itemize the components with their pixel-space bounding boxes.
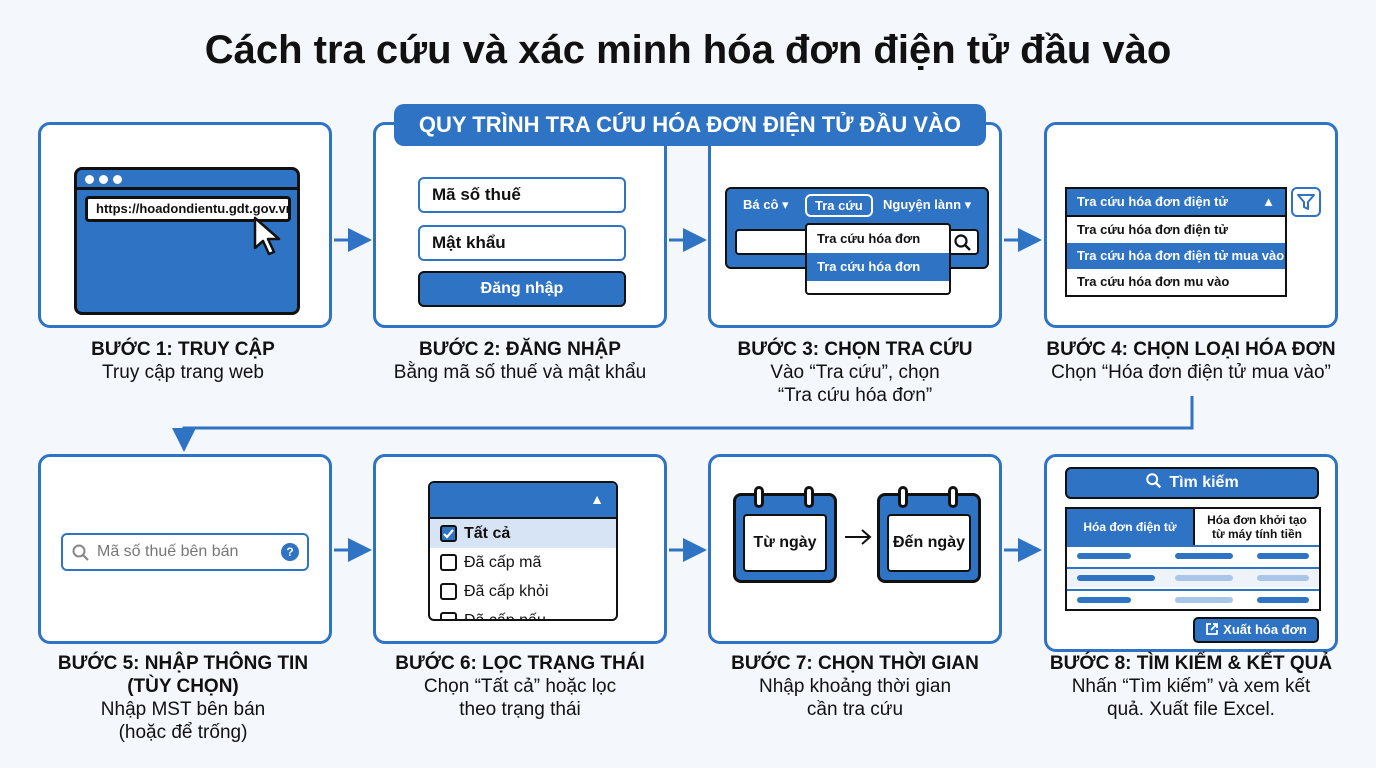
step-5-caption: BƯỚC 5: NHẬP THÔNG TIN (TÙY CHỌN) Nhập M… xyxy=(23,652,343,744)
export-button[interactable]: Xuất hóa đơn xyxy=(1193,617,1319,643)
step-6-caption: BƯỚC 6: LỌC TRẠNG THÁI Chọn “Tất cả” hoặ… xyxy=(360,652,680,721)
status-filter-dropdown: ▲ Tất cả Đã cấp mã Đã cấp khỏi Đã cấp nấ… xyxy=(428,481,618,621)
url-bar[interactable]: https://hoadondientu.gdt.gov.vn xyxy=(85,196,291,222)
menu-item-lookup[interactable]: Tra cứu xyxy=(805,194,873,217)
step-2-heading: BƯỚC 2: ĐĂNG NHẬP xyxy=(419,339,621,360)
step-5-desc-2: (hoặc để trống) xyxy=(118,722,248,743)
search-button[interactable]: Tìm kiếm xyxy=(1065,467,1319,499)
search-icon[interactable] xyxy=(953,233,973,253)
status-option-3[interactable]: Đã cấp khỏi xyxy=(430,577,616,606)
step-2-panel: Mã số thuế Mật khẩu Đăng nhập xyxy=(373,122,667,328)
step-4-desc: Chọn “Hóa đơn điện tử mua vào” xyxy=(1051,362,1331,383)
invoice-type-select[interactable]: Tra cứu hóa đơn điện tử ▲ xyxy=(1065,187,1287,217)
chevron-up-icon: ▲ xyxy=(1262,194,1275,209)
checkbox-icon xyxy=(440,612,457,619)
step-8-caption: BƯỚC 8: TÌM KIẾM & KẾT QUẢ Nhấn “Tìm kiế… xyxy=(1031,652,1351,721)
search-icon xyxy=(72,544,89,561)
browser-window: https://hoadondientu.gdt.gov.vn xyxy=(74,167,300,315)
step-1-heading: BƯỚC 1: TRUY CẬP xyxy=(91,339,275,360)
step-4-panel: Tra cứu hóa đơn điện tử ▲ Tra cứu hóa đơ… xyxy=(1044,122,1338,328)
filter-button[interactable] xyxy=(1291,187,1321,217)
step-8-desc-1: Nhấn “Tìm kiếm” và xem kết xyxy=(1071,676,1311,697)
dropdown-item-1[interactable]: Tra cứu hóa đơn xyxy=(817,231,921,246)
page-title: Cách tra cứu và xác minh hóa đơn điện tử… xyxy=(204,28,1172,72)
password-field[interactable]: Mật khẩu xyxy=(418,225,626,261)
search-icon xyxy=(1146,473,1162,489)
dropdown-item-2[interactable]: Tra cứu hóa đơn xyxy=(807,253,949,281)
step-4-caption: BƯỚC 4: CHỌN LOẠI HÓA ĐƠN Chọn “Hóa đơn … xyxy=(1031,338,1351,384)
to-date-calendar-icon[interactable]: Đến ngày xyxy=(877,486,981,583)
status-option-4[interactable]: Đã cấp nấu xyxy=(430,606,616,619)
table-row[interactable] xyxy=(1067,545,1319,565)
export-icon xyxy=(1206,623,1219,635)
tab-e-invoice[interactable]: Hóa đơn điện tử xyxy=(1067,509,1193,545)
step-7-panel: Từ ngày Đến ngày xyxy=(708,454,1002,644)
arrow-4-5 xyxy=(172,396,1194,452)
table-row[interactable] xyxy=(1067,589,1319,609)
step-5-desc-1: Nhập MST bên bán xyxy=(100,699,266,720)
status-option-2[interactable]: Đã cấp mã xyxy=(430,548,616,577)
step-1-panel: https://hoadondientu.gdt.gov.vn xyxy=(38,122,332,328)
from-date-calendar-icon[interactable]: Từ ngày xyxy=(733,486,837,583)
step-8-desc-2: quả. Xuất file Excel. xyxy=(1107,699,1275,720)
step-3-heading: BƯỚC 3: CHỌN TRA CỨU xyxy=(737,339,973,360)
step-1-caption: BƯỚC 1: TRUY CẬP Truy cập trang web xyxy=(23,338,343,384)
cursor-icon xyxy=(253,216,281,256)
chevron-up-icon: ▲ xyxy=(590,491,604,507)
step-3-panel: Bá cô ▾ Tra cứu Nguyện lànn ▾ Tra cứu hó… xyxy=(708,122,1002,328)
checkbox-icon xyxy=(440,583,457,600)
step-6-desc-2: theo trạng thái xyxy=(459,699,581,720)
invoice-type-options: Tra cứu hóa đơn điện tử Tra cứu hóa đơn … xyxy=(1065,217,1287,297)
step-3-caption: BƯỚC 3: CHỌN TRA CỨU Vào “Tra cứu”, chọn… xyxy=(695,338,1015,407)
step-1-desc: Truy cập trang web xyxy=(102,362,264,383)
step-6-heading: BƯỚC 6: LỌC TRẠNG THÁI xyxy=(395,653,645,674)
option-3[interactable]: Tra cứu hóa đơn mu vào xyxy=(1077,274,1230,289)
seller-tax-input[interactable]: Mã số thuế bên bán ? xyxy=(61,533,309,571)
tax-code-field[interactable]: Mã số thuế xyxy=(418,177,626,213)
step-5-heading-2: (TÙY CHỌN) xyxy=(127,676,239,697)
process-banner: QUY TRÌNH TRA CỨU HÓA ĐƠN ĐIỆN TỬ ĐẦU VÀ… xyxy=(394,104,986,146)
step-4-heading: BƯỚC 4: CHỌN LOẠI HÓA ĐƠN xyxy=(1046,339,1336,360)
help-icon[interactable]: ? xyxy=(281,543,299,561)
step-8-panel: Tìm kiếm Hóa đơn điện tử Hóa đơn khởi tạ… xyxy=(1044,454,1338,652)
option-2[interactable]: Tra cứu hóa đơn điện tử mua vào xyxy=(1067,243,1285,269)
step-3-desc-1: Vào “Tra cứu”, chọn xyxy=(770,362,940,383)
step-7-desc-2: cần tra cứu xyxy=(806,699,904,720)
status-filter-header[interactable]: ▲ xyxy=(430,483,616,519)
step-7-desc-1: Nhập khoảng thời gian xyxy=(758,676,952,697)
step-2-desc: Bằng mã số thuế và mật khẩu xyxy=(393,362,647,383)
from-date-label: Từ ngày xyxy=(743,514,827,572)
step-7-heading: BƯỚC 7: CHỌN THỜI GIAN xyxy=(731,653,979,674)
seller-tax-placeholder: Mã số thuế bên bán xyxy=(97,543,239,560)
menu-item-1[interactable]: Bá cô ▾ xyxy=(743,197,789,212)
step-6-desc-1: Chọn “Tất cả” hoặc lọc xyxy=(423,676,617,697)
checkbox-checked-icon xyxy=(440,525,457,542)
step-5-panel: Mã số thuế bên bán ? xyxy=(38,454,332,644)
step-5-heading: BƯỚC 5: NHẬP THÔNG TIN xyxy=(57,653,309,674)
status-option-all[interactable]: Tất cả xyxy=(430,519,616,548)
lookup-dropdown: Tra cứu hóa đơn Tra cứu hóa đơn xyxy=(805,223,951,295)
table-row[interactable] xyxy=(1067,567,1319,587)
option-1[interactable]: Tra cứu hóa đơn điện tử xyxy=(1077,222,1228,237)
step-8-heading: BƯỚC 8: TÌM KIẾM & KẾT QUẢ xyxy=(1049,653,1333,674)
step-6-panel: ▲ Tất cả Đã cấp mã Đã cấp khỏi Đã cấp nấ… xyxy=(373,454,667,644)
step-7-caption: BƯỚC 7: CHỌN THỜI GIAN Nhập khoảng thời … xyxy=(695,652,1015,721)
arrow-right-icon xyxy=(845,529,872,545)
step-3-desc-2: “Tra cứu hóa đơn” xyxy=(777,385,933,406)
checkbox-icon xyxy=(440,554,457,571)
menu-item-3[interactable]: Nguyện lànn ▾ xyxy=(883,197,972,212)
to-date-label: Đến ngày xyxy=(887,514,971,572)
login-button[interactable]: Đăng nhập xyxy=(418,271,626,307)
step-2-caption: BƯỚC 2: ĐĂNG NHẬP Bằng mã số thuế và mật… xyxy=(360,338,680,384)
filter-icon xyxy=(1297,194,1315,210)
